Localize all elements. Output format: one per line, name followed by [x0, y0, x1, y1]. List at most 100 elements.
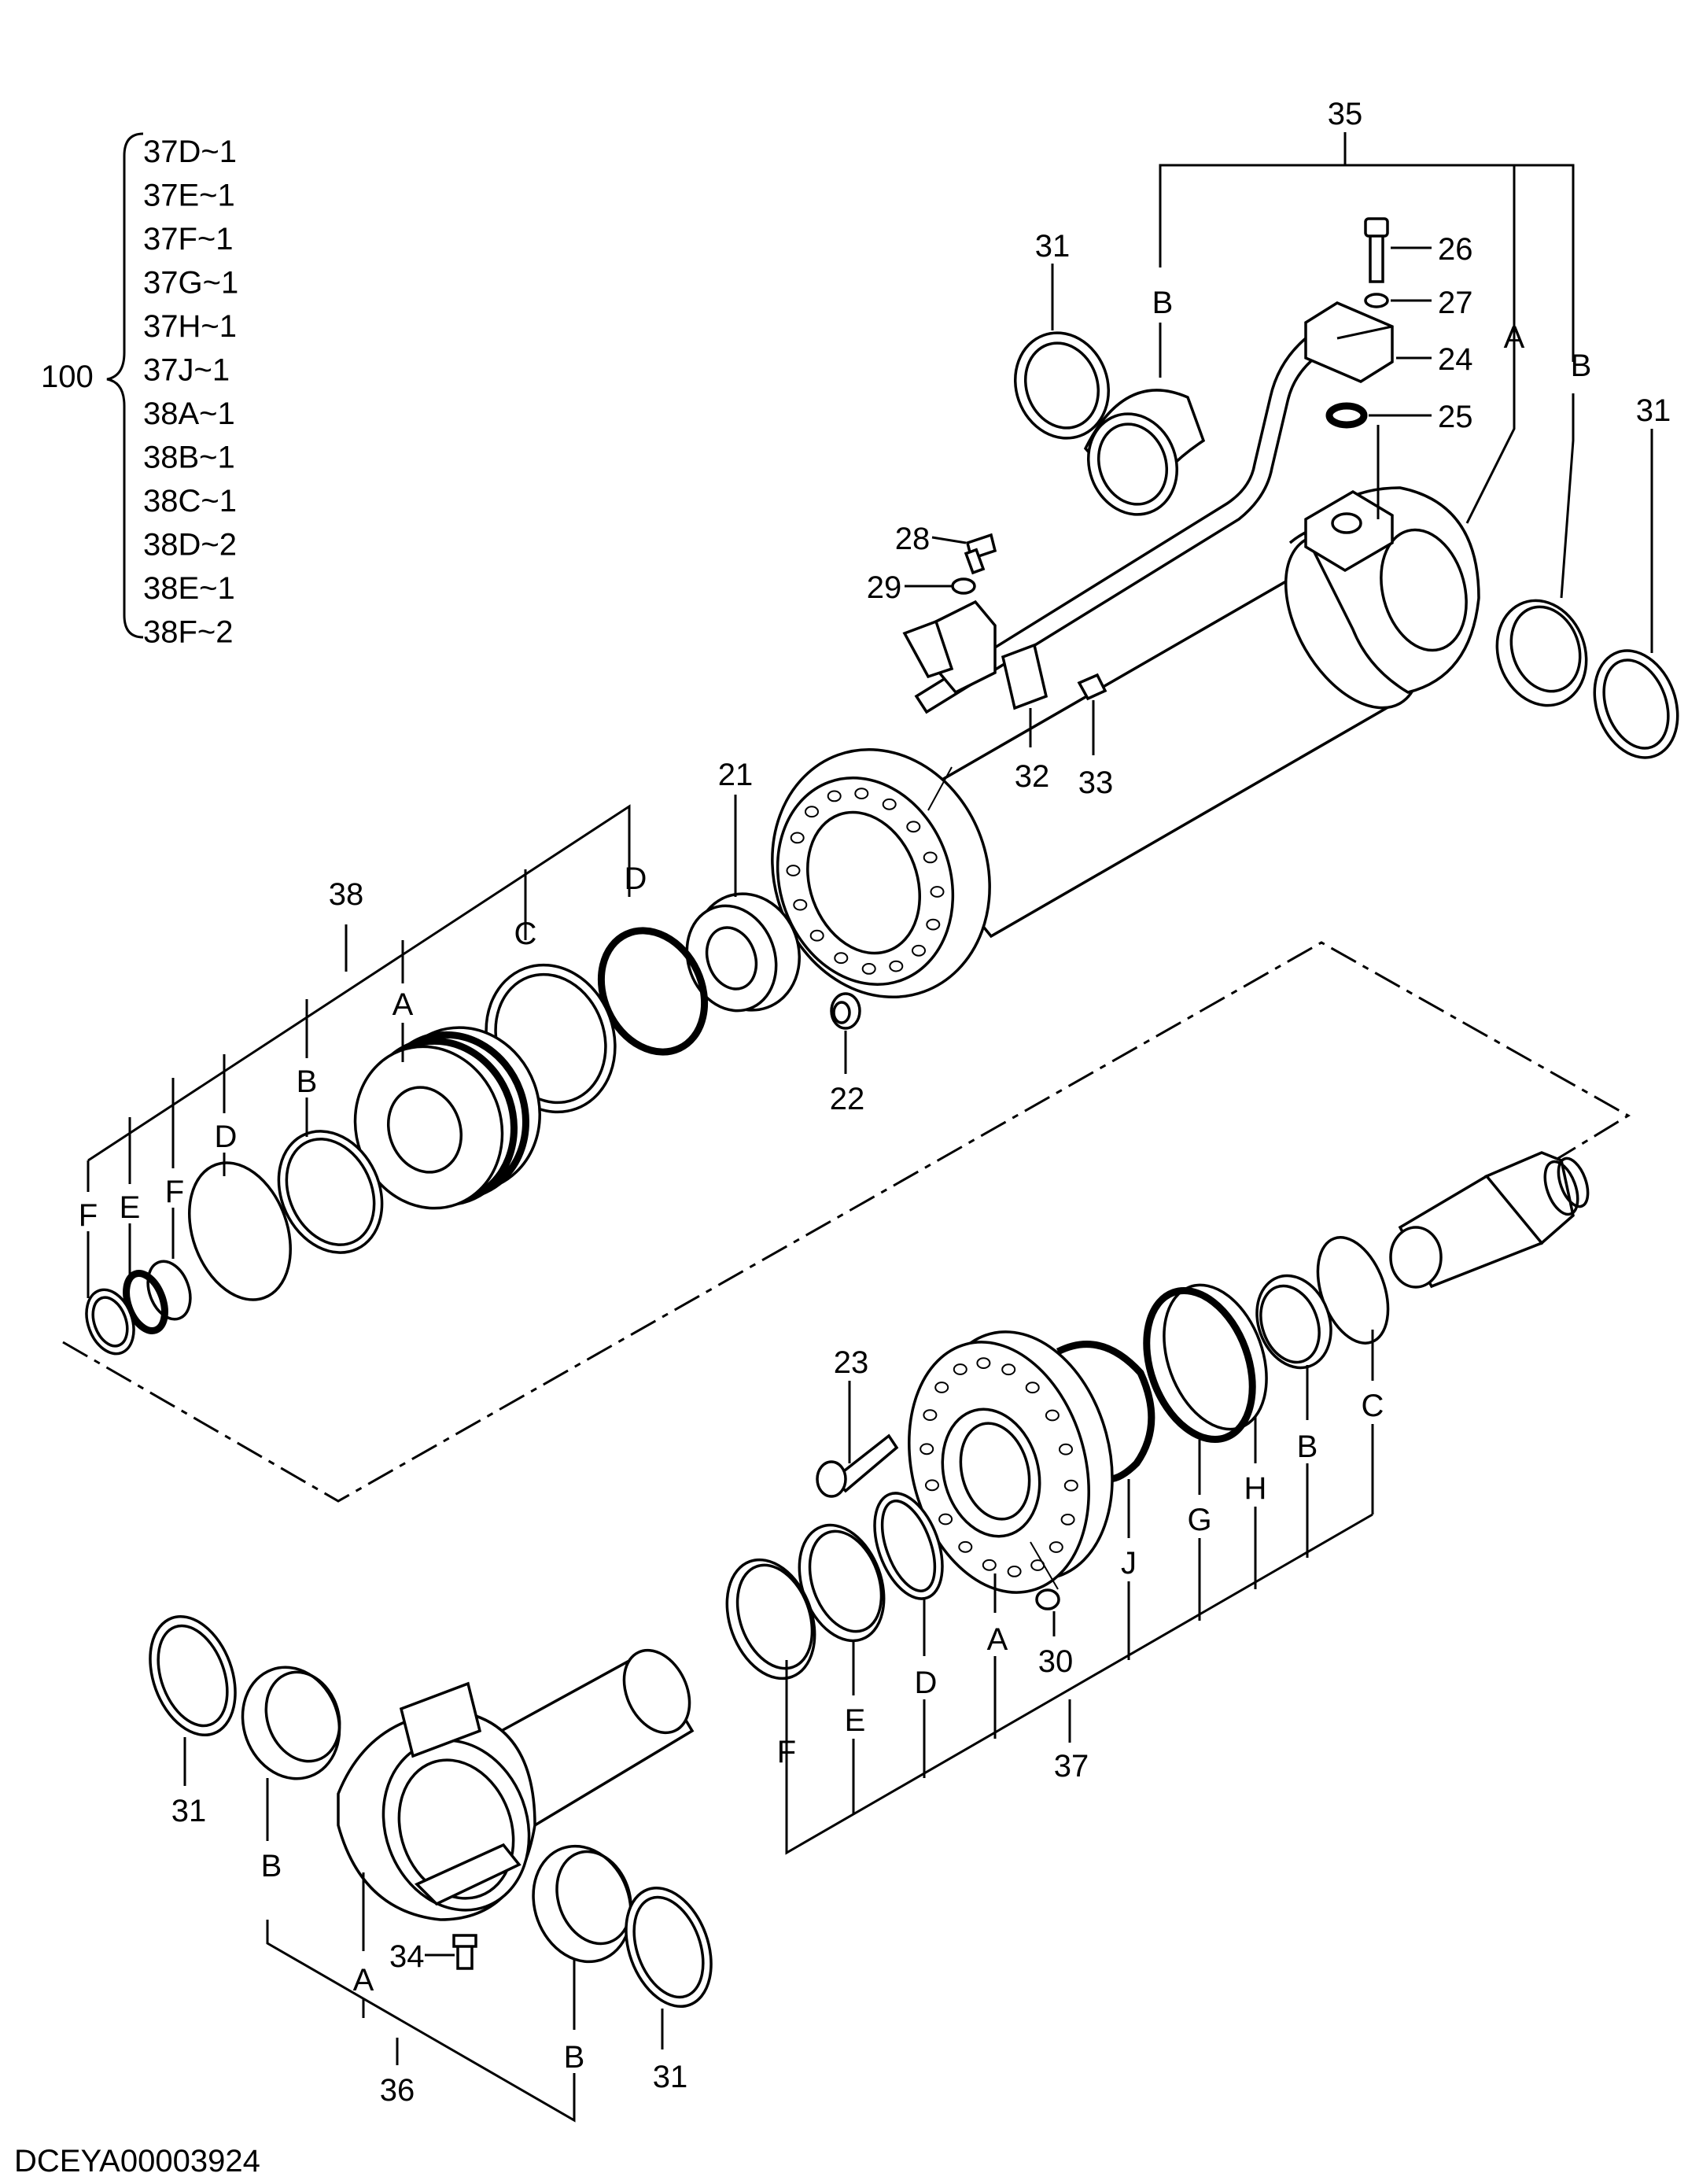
callout-labels: 35 31 B 26 27 24 25 A B 31 28 29 32 33 2…: [79, 97, 1671, 2108]
seal-f: [725, 1558, 816, 1680]
bottom-bushing-right: [532, 1844, 632, 1964]
bottom-eye-plate: [399, 1681, 482, 1758]
set-screw-30: [1035, 1588, 1060, 1610]
callout-b: B: [261, 1849, 282, 1883]
ring-b: [277, 1130, 384, 1254]
socket-bolt-head: [1364, 217, 1389, 238]
port-block: [1304, 489, 1394, 573]
kit-item: 37F~1: [143, 222, 234, 256]
callout-f: F: [777, 1735, 796, 1769]
bolt-hole: [912, 944, 926, 957]
callout-b: B: [1152, 286, 1174, 320]
bolt-hole: [926, 918, 941, 931]
bushing-bore: [705, 926, 758, 991]
callout-31: 31: [653, 2060, 688, 2094]
pipe-flange-block: [1304, 301, 1394, 383]
callout-a: A: [393, 987, 414, 1022]
callout-33: 33: [1078, 766, 1114, 800]
leader-28: [931, 536, 967, 544]
dust-seal-right-inner: [1602, 659, 1670, 750]
bolt-hole: [930, 886, 945, 898]
kit-number: 100: [41, 360, 94, 394]
set-screw-link: [1030, 1541, 1059, 1590]
rod-groove: [1543, 1160, 1579, 1216]
tube-edge: [888, 541, 1354, 812]
kit-item: 38B~1: [143, 441, 235, 475]
callout-b: B: [1297, 1430, 1318, 1464]
callout-31: 31: [1035, 229, 1071, 264]
callout-38: 38: [329, 877, 364, 912]
seal-e-inner: [808, 1529, 883, 1633]
dust-seal-right: [1593, 649, 1679, 759]
bottom-seal-left: [149, 1614, 237, 1737]
small-parts-upper: [685, 217, 1389, 1030]
kit-item: 37J~1: [143, 353, 230, 388]
tube-edge: [990, 699, 1401, 938]
callout-29: 29: [867, 570, 902, 605]
ring-f-front-inner: [91, 1296, 129, 1348]
bolt-hole: [1007, 1566, 1022, 1577]
seal-g: [1143, 1287, 1256, 1443]
pin-bushing-right: [1495, 599, 1588, 707]
bolt-hole: [786, 865, 801, 876]
pin-bushing-right-bore: [1509, 605, 1582, 693]
bolt-hole: [934, 1382, 949, 1393]
seal-f-inner: [735, 1563, 814, 1670]
bottom-seal-left-inner: [157, 1624, 229, 1728]
washer: [951, 577, 976, 595]
callout-35: 35: [1328, 97, 1363, 131]
ring-d-small: [188, 1161, 292, 1301]
bottom-eye-foot: [414, 1843, 521, 1906]
callout-22: 22: [830, 1082, 865, 1116]
kit-item: 38E~1: [143, 571, 235, 606]
bushing-b-inner: [1259, 1284, 1321, 1364]
kit-item: 38C~1: [143, 484, 237, 518]
bolt-hole: [1059, 1443, 1073, 1455]
piston-bore: [386, 1086, 463, 1174]
pin-bushing-bore: [1096, 422, 1169, 506]
tube-flange-bore: [806, 810, 921, 955]
tube-link: [927, 766, 953, 811]
bolt-hole: [861, 963, 876, 975]
bottom-bushing-left: [241, 1666, 341, 1780]
rod-eye-pins: [1013, 331, 1679, 759]
kit-brace: [106, 132, 144, 639]
callout-e: E: [845, 1703, 866, 1738]
o-ring: [1325, 402, 1368, 429]
kit-items: 37D~137E~137F~137G~137H~137J~138A~138B~1…: [143, 135, 238, 650]
bolt-hole: [958, 1540, 973, 1553]
bolt-hole: [920, 1443, 934, 1455]
leader-lines: [87, 132, 1653, 2123]
bolt-hole: [938, 1513, 953, 1525]
callout-f: F: [79, 1198, 98, 1233]
hex-bolt-shank: [964, 548, 986, 575]
explosion-dashed-line: [62, 941, 1631, 1503]
bolt-hole: [1045, 1409, 1060, 1422]
leader-35-a: [1465, 165, 1516, 524]
rod-end-face: [1389, 1226, 1443, 1289]
piston-rod: [1389, 1151, 1590, 1289]
callout-a: A: [353, 1963, 374, 1998]
callout-31: 31: [171, 1794, 207, 1828]
callout-a: A: [1504, 320, 1525, 355]
cover-plate: [1001, 643, 1049, 710]
callout-b: B: [297, 1064, 318, 1099]
bolt-hole: [889, 960, 904, 972]
bolt-hole: [976, 1357, 991, 1369]
flange-edge: [1336, 325, 1393, 340]
bolt-hole: [953, 1363, 967, 1375]
bushing-front: [685, 904, 778, 1013]
bottom-tube-end: [622, 1648, 691, 1735]
bolt-hole: [906, 821, 921, 833]
bolt-hole: [982, 1559, 997, 1571]
kit-item: 38A~1: [143, 397, 235, 431]
callout-32: 32: [1015, 759, 1050, 794]
dust-seal: [1013, 331, 1111, 440]
callout-g: G: [1187, 1503, 1211, 1537]
callout-d: D: [625, 861, 647, 896]
callout-a: A: [987, 1622, 1008, 1657]
callout-c: C: [514, 917, 537, 951]
callout-b: B: [564, 2040, 585, 2075]
ring-b-inner: [285, 1138, 376, 1246]
